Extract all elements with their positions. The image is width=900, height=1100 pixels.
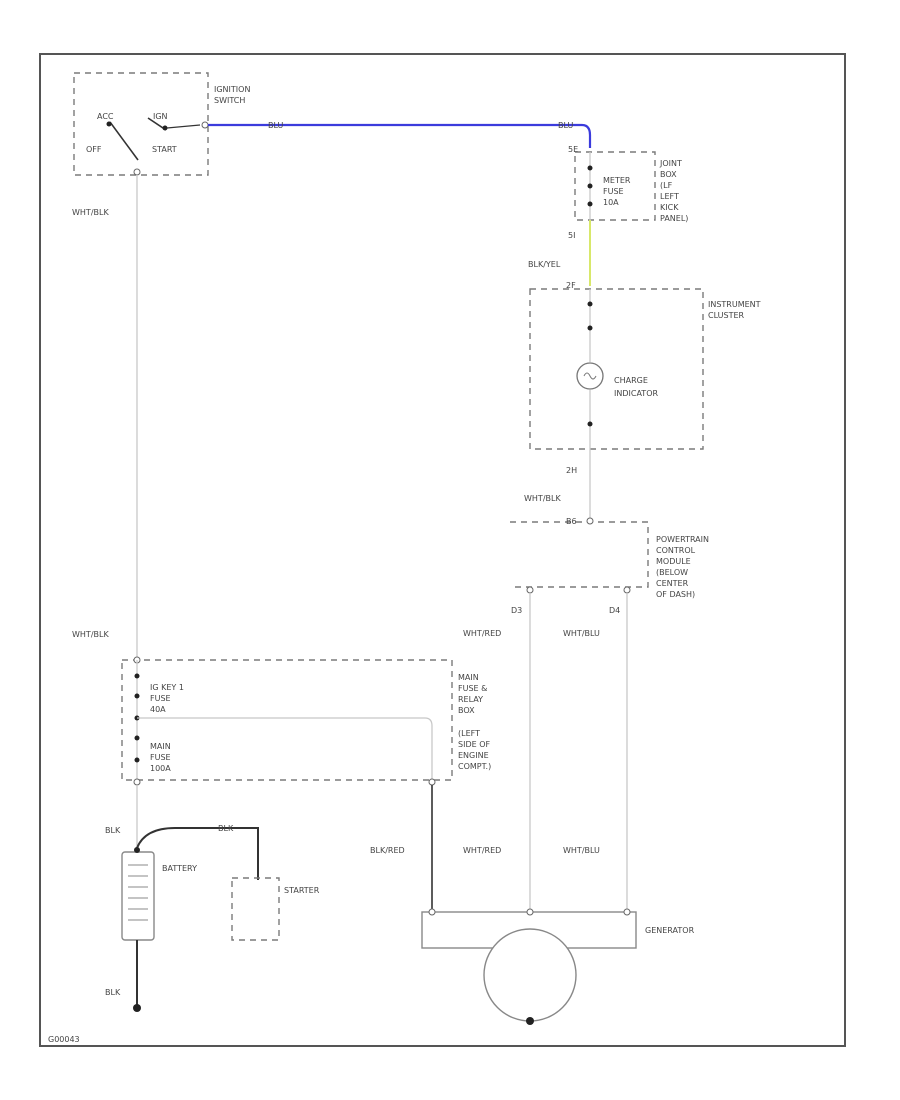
ground-point [133,1004,141,1012]
fuse-igkey-label-3: 40A [150,705,166,714]
main-box-label-3: RELAY [458,695,483,704]
main-box-label-7: ENGINE [458,751,489,760]
starter-label: STARTER [284,886,320,895]
switch-pos-start: START [152,145,177,154]
joint-box-label-6: PANEL) [660,214,688,223]
meter-fuse-label-2: FUSE [603,187,624,196]
ignition-switch-label-2: SWITCH [214,96,245,105]
generator-label: GENERATOR [645,926,695,935]
pcm-pin-b6-connector [586,517,594,525]
joint-box-label-4: LEFT [660,192,679,201]
wire-label-sw-fuse-2: WHT/BLK [72,630,109,639]
main-box-label-2: FUSE & [458,684,487,693]
wire-label-blk-yel: BLK/YEL [528,260,561,269]
joint-box [574,151,656,221]
cluster-label-2: CLUSTER [708,311,745,320]
fuse-igkey-label-1: IG KEY 1 [150,683,184,692]
joint-box-label-3: (LF [660,181,673,190]
pin-2h: 2H [566,466,577,475]
ignition-switch-box [73,72,209,176]
charge-indicator-label-1: CHARGE [614,376,648,385]
wire-label-batt-pos: BLK [105,826,121,835]
battery-label: BATTERY [162,864,197,873]
switch-pos-ign: IGN [153,112,168,121]
wire-label-ign-blu-2: BLU [558,121,574,130]
wire-label-pcm-c2: WHT/BLU [563,629,600,638]
pcm-label-1: POWERTRAIN [656,535,709,544]
main-box-label-5: (LEFT [458,729,480,738]
pin-2f: 2F [566,281,576,290]
main-fuse-relay-box [121,659,453,781]
meter-fuse-label-3: 10A [603,198,619,207]
meter-fuse-symbol [587,152,593,220]
charge-indicator-label-2: INDICATOR [614,389,658,398]
joint-box-label-1: JOINT [659,159,682,168]
pin-b6: B6 [566,517,577,526]
meter-fuse-label-1: METER [603,176,631,185]
generator-symbol [421,908,637,1025]
pin-5i: 5I [568,231,575,240]
ign-wire-blue [208,123,592,148]
fuse-main-label-1: MAIN [150,742,171,751]
figure-code: G00043 [48,1035,80,1044]
wire-label-gen-1: BLK/RED [370,846,405,855]
wire-label-sw-fuse: WHT/BLK [72,208,109,217]
joint-box-label-2: BOX [660,170,677,179]
main-box-label-1: MAIN [458,673,479,682]
ignition-switch-contacts [106,117,209,176]
fuse-igkey-label-2: FUSE [150,694,171,703]
fuse-main-label-3: 100A [150,764,171,773]
ignition-switch-label-1: IGNITION [214,85,250,94]
main-box-label-8: COMPT.) [458,762,491,771]
charge-indicator-bulb [576,289,604,449]
instrument-cluster-box [529,288,704,450]
pcm-label-2: CONTROL [656,546,696,555]
starter-box [231,877,280,941]
switch-pos-acc: ACC [97,112,114,121]
wire-label-gen-2: WHT/RED [463,846,501,855]
switch-pos-off: OFF [86,145,102,154]
main-box-fuses [133,656,436,786]
main-box-label-6: SIDE OF [458,740,490,749]
wire-label-ground: BLK [105,988,121,997]
pcm-label-6: OF DASH) [656,590,695,599]
wire-label-cluster-pcm: WHT/BLK [524,494,561,503]
wire-label-starter: BLK [218,824,234,833]
diagram-frame [39,53,846,1047]
pcm-label-5: CENTER [656,579,689,588]
pin-d3: D3 [511,606,522,615]
wire-label-gen-3: WHT/BLU [563,846,600,855]
pcm-label-4: (BELOW [656,568,688,577]
pcm-pin-d3-connector [526,586,534,594]
wire-label-pcm-c1: WHT/RED [463,629,501,638]
pcm-pin-d4-connector [623,586,631,594]
pin-5e: 5E [568,145,578,154]
joint-box-label-5: KICK [660,203,679,212]
cluster-label-1: INSTRUMENT [708,300,761,309]
pcm-label-3: MODULE [656,557,691,566]
battery-to-starter-wire [136,827,259,880]
pin-d4: D4 [609,606,620,615]
fuse-main-label-2: FUSE [150,753,171,762]
pcm-box [510,521,649,588]
battery-symbol [121,847,155,941]
wire-label-ign-blu: BLU [268,121,284,130]
main-box-label-4: BOX [458,706,475,715]
